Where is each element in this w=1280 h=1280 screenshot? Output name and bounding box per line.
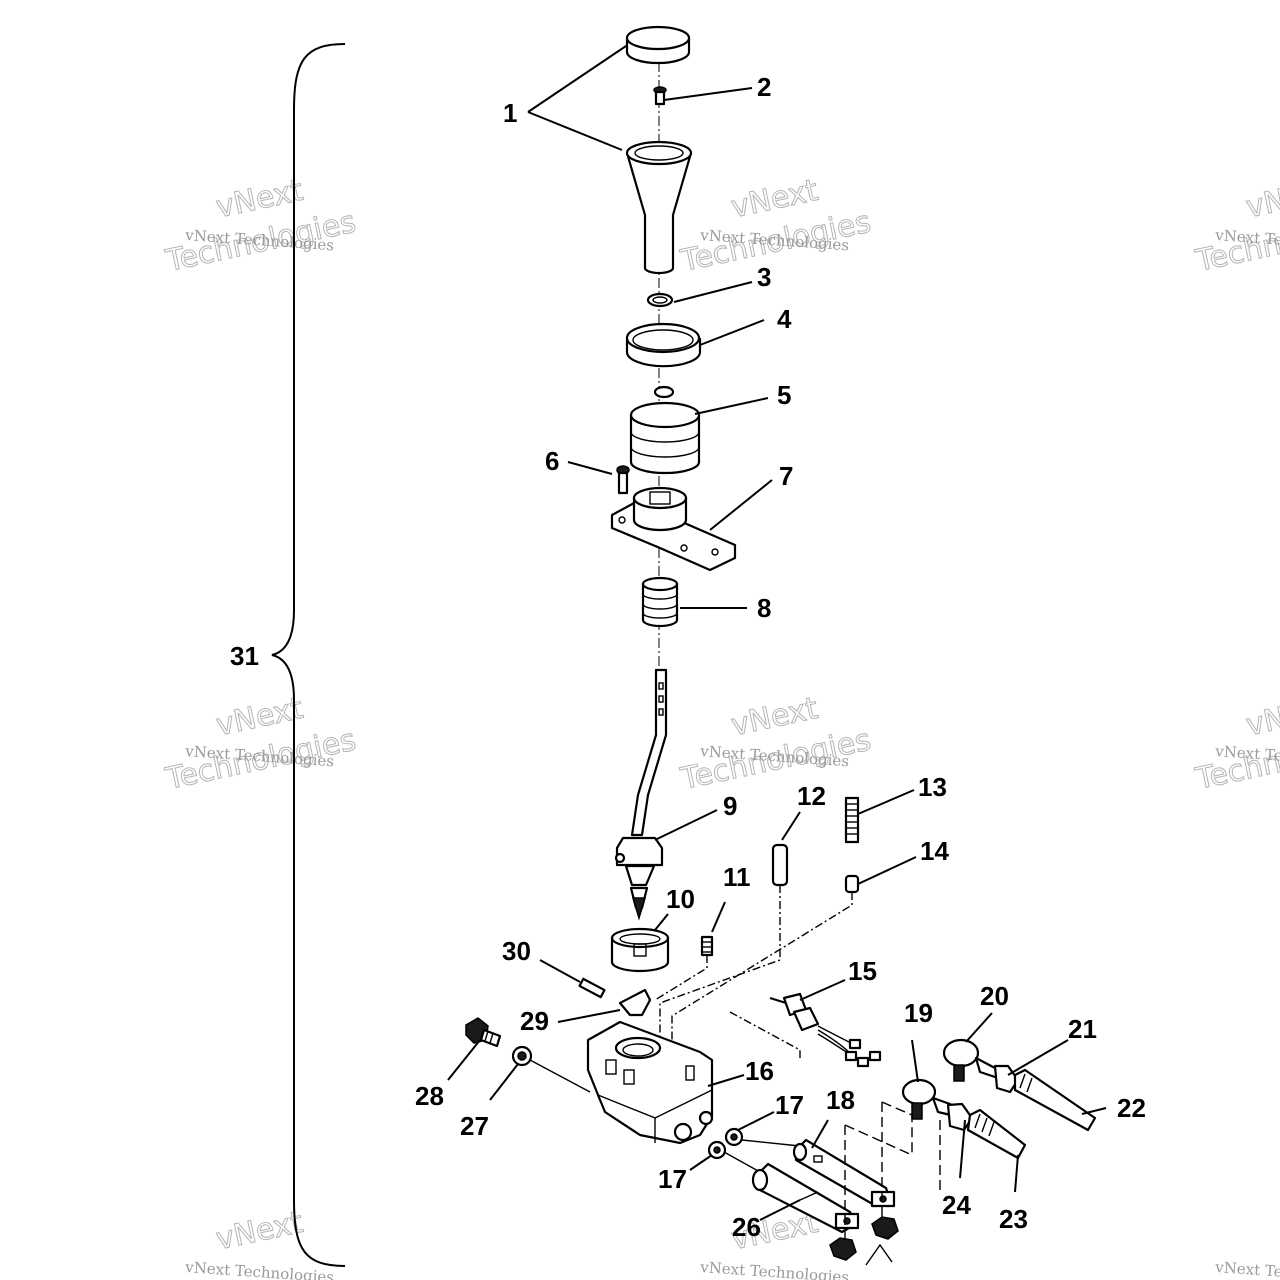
assembly-guide-line bbox=[654, 955, 708, 1001]
callout-labels: 1 2 3 4 5 6 7 8 9 10 11 12 13 14 15 16 1… bbox=[230, 72, 1146, 1242]
shift-knob-body bbox=[625, 140, 693, 275]
shift-boot bbox=[629, 385, 701, 475]
watermark-vnext: vNext bbox=[1243, 691, 1280, 744]
lever-cup bbox=[610, 927, 670, 973]
callout-2: 2 bbox=[757, 72, 771, 102]
shift-gate-plate bbox=[618, 988, 652, 1017]
leader-lines bbox=[447, 45, 1107, 1221]
callout-21: 21 bbox=[1068, 1014, 1097, 1044]
watermark-text: vNext Technologies bbox=[184, 1258, 335, 1280]
knob-screw bbox=[653, 86, 667, 106]
callout-17-lower: 17 bbox=[658, 1164, 687, 1194]
callout-18: 18 bbox=[826, 1085, 855, 1115]
alignment-dashed-line bbox=[865, 1243, 893, 1266]
callout-28: 28 bbox=[415, 1081, 444, 1111]
small-ring bbox=[646, 292, 674, 308]
callout-27: 27 bbox=[460, 1111, 489, 1141]
alignment-dashed-line bbox=[881, 1101, 913, 1155]
assembly-guide-line bbox=[529, 1059, 591, 1093]
ball-joint-upper bbox=[942, 1038, 1000, 1082]
callout-11: 11 bbox=[723, 862, 751, 892]
watermark-text: vNext Technologies bbox=[1214, 1258, 1280, 1280]
nut-upper bbox=[871, 1216, 899, 1240]
housing-washer bbox=[511, 1045, 533, 1067]
shift-knob-cap bbox=[625, 25, 691, 65]
assembly-brace bbox=[271, 43, 346, 1267]
neutral-switch bbox=[769, 992, 882, 1068]
shift-cable-upper bbox=[1013, 1068, 1097, 1132]
callout-5: 5 bbox=[777, 380, 791, 410]
callout-15: 15 bbox=[848, 956, 877, 986]
callout-7: 7 bbox=[779, 461, 793, 491]
watermark-group: vNext Technologies vNext Technologies vN… bbox=[162, 172, 1280, 1280]
callout-24: 24 bbox=[942, 1190, 971, 1220]
callout-1: 1 bbox=[503, 98, 517, 128]
shift-cable-lower bbox=[966, 1108, 1027, 1160]
detent-spring bbox=[844, 796, 860, 844]
boot-screw bbox=[616, 465, 630, 495]
assembly-guide-line bbox=[729, 1011, 801, 1058]
callout-10: 10 bbox=[666, 884, 695, 914]
housing-bolt bbox=[465, 1017, 502, 1048]
callout-12: 12 bbox=[797, 781, 826, 811]
callout-26: 26 bbox=[732, 1212, 761, 1242]
washer-upper bbox=[724, 1127, 744, 1147]
ball-joint-lower bbox=[901, 1078, 957, 1120]
callout-22: 22 bbox=[1117, 1093, 1146, 1123]
callout-4: 4 bbox=[777, 304, 792, 334]
callout-14: 14 bbox=[920, 836, 949, 866]
alignment-dashed-line bbox=[844, 1124, 913, 1156]
callout-13: 13 bbox=[918, 772, 947, 802]
callout-6: 6 bbox=[545, 446, 559, 476]
callout-19: 19 bbox=[904, 998, 933, 1028]
watermark-vnext: vNext bbox=[1243, 173, 1280, 226]
callout-9: 9 bbox=[723, 791, 737, 821]
callout-30: 30 bbox=[502, 936, 531, 966]
callout-29: 29 bbox=[520, 1006, 549, 1036]
callout-31: 31 bbox=[230, 641, 259, 671]
roll-pin bbox=[578, 977, 606, 999]
washer-lower bbox=[707, 1140, 727, 1160]
small-spring bbox=[700, 935, 714, 957]
callout-8: 8 bbox=[757, 593, 771, 623]
detent-plunger bbox=[844, 874, 860, 894]
large-ring bbox=[625, 322, 702, 368]
callout-3: 3 bbox=[757, 262, 771, 292]
shift-base-plate bbox=[610, 486, 737, 572]
shifter-housing bbox=[586, 1020, 714, 1145]
callout-17-upper: 17 bbox=[775, 1090, 804, 1120]
assembly-guide-line bbox=[671, 892, 853, 1050]
shift-lever bbox=[614, 668, 668, 921]
callout-23: 23 bbox=[999, 1204, 1028, 1234]
bellows bbox=[641, 576, 679, 628]
watermark-vnext: vNext bbox=[213, 1205, 306, 1258]
assembly-guide-line bbox=[659, 885, 781, 1040]
watermark-text: vNext Technologies bbox=[699, 1258, 850, 1280]
link-rod-upper bbox=[741, 1138, 896, 1208]
detent-pin bbox=[771, 843, 789, 887]
callout-16: 16 bbox=[745, 1056, 774, 1086]
callout-20: 20 bbox=[980, 981, 1009, 1011]
nut-lower bbox=[829, 1237, 857, 1261]
